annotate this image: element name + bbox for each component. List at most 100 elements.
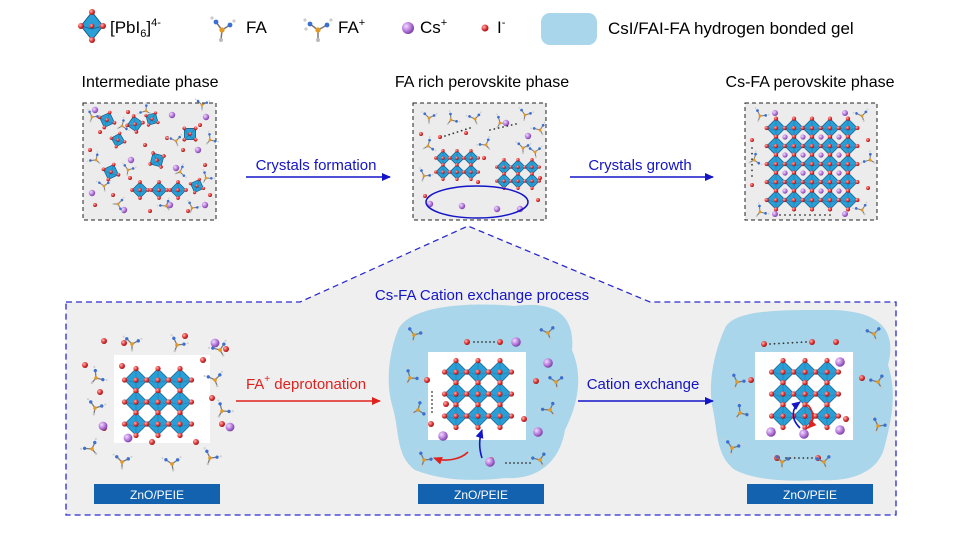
iodide-ion bbox=[497, 339, 503, 345]
cesium-ion bbox=[524, 132, 532, 140]
hydrogen-bond-dot bbox=[751, 147, 753, 149]
substrate-middle-label: ZnO/PEIE bbox=[454, 488, 508, 502]
iodide-ion bbox=[203, 163, 207, 167]
cesium-ion bbox=[842, 211, 848, 217]
hydrogen-bond-dot bbox=[789, 457, 792, 459]
hydrogen-bond-dot bbox=[800, 341, 803, 344]
cesium-ion bbox=[800, 170, 806, 176]
hydrogen-bond-dot bbox=[505, 462, 507, 464]
fa-molecule bbox=[203, 370, 224, 388]
fa-molecule bbox=[446, 110, 461, 125]
fa-molecule bbox=[734, 400, 752, 420]
hydrogen-bond-dot bbox=[782, 342, 785, 345]
iodide-ion bbox=[476, 180, 480, 184]
fa-molecule bbox=[137, 101, 152, 115]
crystals-growth-label: Crystals growth bbox=[588, 157, 691, 174]
iodide-ion bbox=[750, 183, 754, 187]
iodide-ion bbox=[101, 338, 107, 344]
fa-molecule bbox=[536, 323, 557, 341]
iodide-ion bbox=[833, 339, 839, 345]
cesium-ion bbox=[172, 164, 180, 172]
iodide-ion bbox=[111, 193, 115, 197]
hydrogen-bond-dot bbox=[464, 128, 467, 131]
cesium-ion bbox=[772, 110, 778, 116]
iodide-ion bbox=[193, 439, 199, 445]
lattice-middle bbox=[405, 323, 566, 468]
iodide-ion bbox=[438, 135, 442, 139]
substrate-right: ZnO/PEIE bbox=[747, 484, 873, 504]
hydrogen-bond-dot bbox=[819, 214, 821, 216]
hydrogen-bond-dot bbox=[517, 462, 519, 464]
hydrogen-bond-dot bbox=[805, 341, 807, 343]
cesium-ion bbox=[818, 170, 824, 176]
cesium-ion bbox=[91, 106, 99, 114]
fa-molecule bbox=[116, 116, 130, 132]
cs-fa-phase-title: Cs-FA perovskite phase bbox=[726, 74, 895, 91]
iodide-ion bbox=[121, 340, 127, 346]
fa-molecule bbox=[174, 163, 188, 179]
hydrogen-bond-dot bbox=[448, 133, 451, 136]
octahedron bbox=[523, 158, 541, 176]
cesium-ion bbox=[225, 422, 235, 432]
iodide-ion bbox=[182, 333, 188, 339]
cesium-ion bbox=[458, 202, 466, 210]
fa-molecule bbox=[79, 437, 98, 456]
hydrogen-bond-dot bbox=[791, 341, 794, 344]
hydrogen-bond-dot bbox=[787, 342, 789, 344]
hydrogen-bond-dot bbox=[829, 214, 831, 216]
hydrogen-bond-dot bbox=[431, 395, 433, 397]
octahedron bbox=[523, 172, 541, 190]
cesium-ion bbox=[799, 429, 809, 439]
octahedron bbox=[485, 401, 515, 431]
iodide-ion bbox=[419, 132, 423, 136]
iodide-ion bbox=[198, 123, 202, 127]
fa-molecule bbox=[862, 324, 883, 342]
hydrogen-bond-dot bbox=[809, 214, 811, 216]
iodide-ion bbox=[443, 401, 449, 407]
hydrogen-bond-dot bbox=[510, 124, 513, 126]
fa-molecule bbox=[86, 151, 101, 165]
substrate-right-label: ZnO/PEIE bbox=[783, 488, 837, 502]
hydrogen-bond-dot bbox=[798, 457, 800, 459]
iodide-ion bbox=[208, 193, 212, 197]
fa-rich-phase-box bbox=[412, 102, 547, 221]
hydrogen-bond-dot bbox=[751, 158, 753, 161]
fa-molecule bbox=[748, 150, 763, 166]
hydrogen-bond-dot bbox=[513, 462, 515, 464]
legend-iodide-label: I- bbox=[497, 17, 506, 37]
hydrogen-bond-dot bbox=[789, 214, 791, 216]
hydrogen-bond-dot bbox=[814, 214, 816, 216]
hydrogen-bond-dot bbox=[521, 462, 523, 464]
hydrogen-bond-dot bbox=[793, 457, 796, 459]
fa-rich-phase-content bbox=[418, 107, 546, 213]
cation-exchange-label: Cation exchange bbox=[587, 376, 700, 393]
fa-molecule bbox=[208, 339, 227, 357]
hydrogen-bond-dot bbox=[431, 391, 433, 393]
hydrogen-bond-dot bbox=[804, 214, 806, 216]
iodide-ion bbox=[750, 138, 754, 142]
octahedron bbox=[144, 111, 160, 127]
cesium-ion bbox=[766, 427, 776, 437]
octahedron bbox=[168, 180, 188, 200]
iodide-ion bbox=[866, 138, 870, 142]
fa-molecule bbox=[87, 108, 101, 123]
fa-molecule bbox=[860, 150, 876, 164]
octahedron bbox=[109, 131, 127, 149]
fa-molecule bbox=[723, 438, 744, 456]
intermediate-phase-box bbox=[82, 98, 219, 221]
fa-molecule bbox=[754, 107, 770, 122]
iodide-ion bbox=[200, 357, 206, 363]
lattice-right bbox=[723, 324, 890, 470]
fa-molecule bbox=[530, 121, 546, 136]
iodide-ion bbox=[119, 363, 125, 369]
crystals-formation-label: Crystals formation bbox=[256, 157, 377, 174]
hydrogen-bond-dot bbox=[778, 342, 780, 345]
octahedron bbox=[800, 188, 824, 212]
fa-molecule bbox=[465, 111, 482, 125]
cesium-legend-icon bbox=[402, 22, 414, 34]
cesium-ion bbox=[782, 170, 788, 176]
hydrogen-bond-dot bbox=[773, 342, 776, 345]
fa-molecule bbox=[852, 201, 868, 216]
fa-molecule bbox=[852, 108, 869, 122]
hydrogen-bond-dot bbox=[481, 341, 483, 343]
